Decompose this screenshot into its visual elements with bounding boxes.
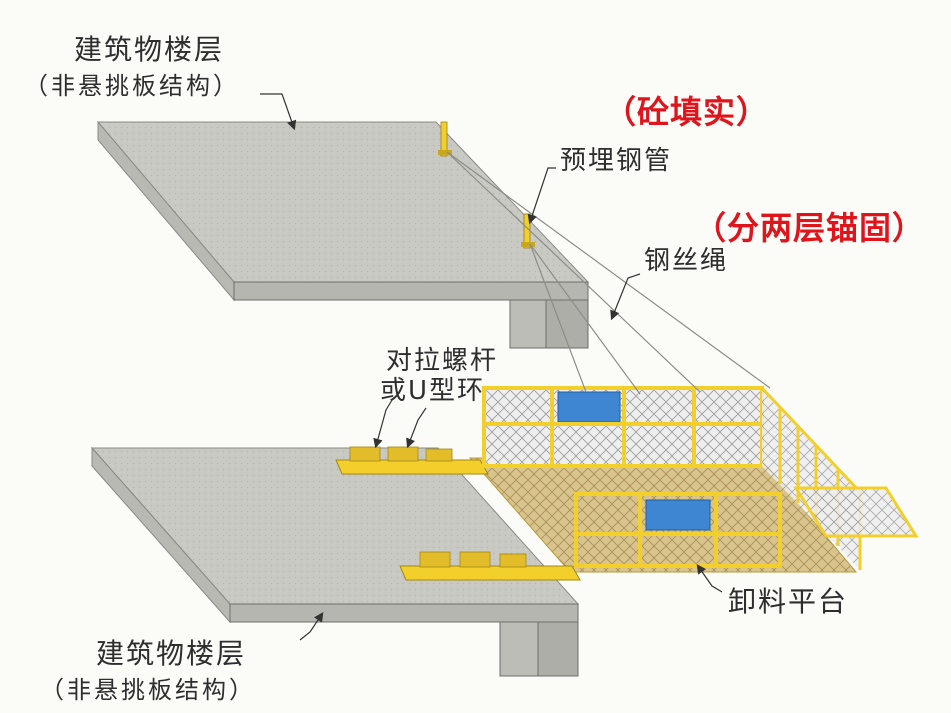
- upper-floor-slab: [96, 120, 590, 349]
- rear-warning-sign: [557, 391, 621, 423]
- upper-floor-label: 建筑物楼层: [74, 33, 225, 66]
- lower-floor-note: （非悬挑板结构）: [40, 676, 256, 704]
- lower-floor-label: 建筑物楼层: [96, 637, 247, 670]
- anchor-annotation: （分两层锚固）: [694, 209, 926, 247]
- platform-label: 卸料平台: [728, 585, 849, 618]
- wire-ropes: [446, 151, 771, 395]
- steel-channel-rear: [335, 446, 489, 475]
- bolt-label-line1: 对拉螺杆: [386, 346, 499, 376]
- upper-floor-note: （非悬挑板结构）: [24, 72, 240, 100]
- lower-floor-slab: [90, 446, 580, 677]
- embedded-pipe-label: 预埋钢管: [560, 146, 673, 176]
- embedded-steel-pipe-1: [438, 121, 452, 157]
- steel-channel-front: [399, 551, 581, 581]
- fill-annotation: （砼填实）: [604, 93, 770, 131]
- leader-lines: [260, 93, 723, 641]
- bolt-label-line2: 或U型环: [380, 376, 486, 406]
- front-guardrail: [574, 492, 782, 568]
- front-warning-sign: [645, 499, 711, 531]
- wire-rope-label: 钢丝绳: [644, 246, 729, 276]
- side-gate-panel: [793, 486, 919, 538]
- rear-guardrail: [482, 386, 764, 468]
